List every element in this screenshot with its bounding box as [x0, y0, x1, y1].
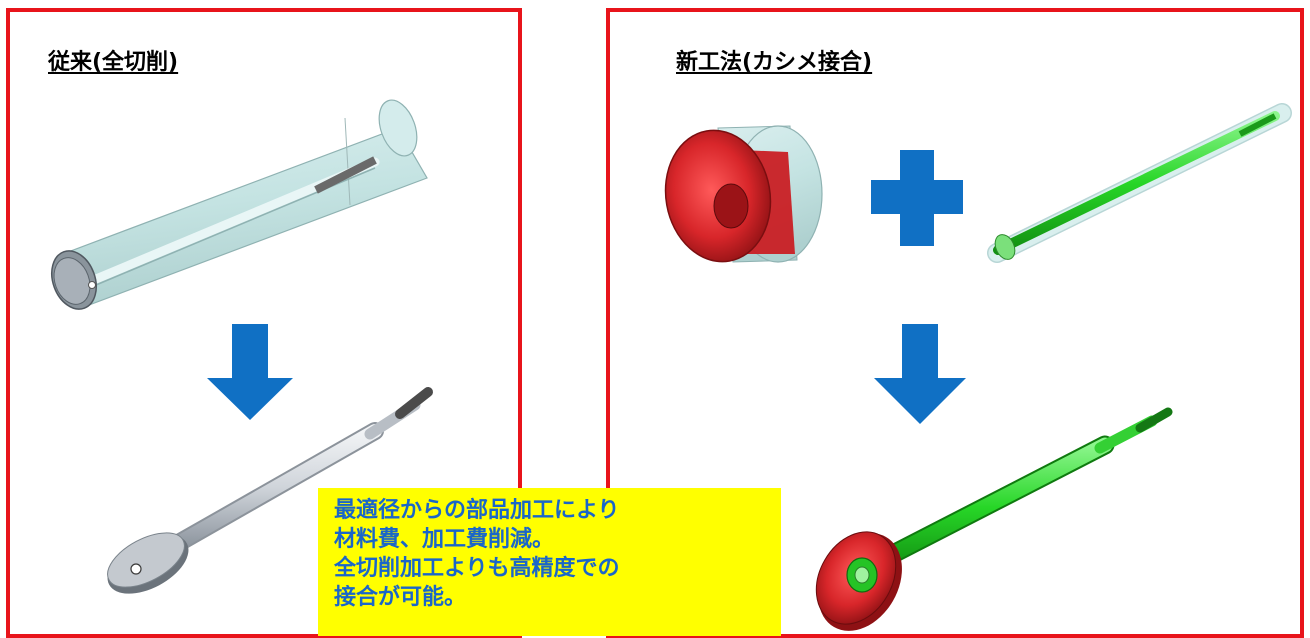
note-line-3: 全切削加工よりも高精度での [334, 556, 620, 581]
benefit-note: 最適径からの部品加工により 材料費、加工費削減。 全切削加工よりも高精度での 接… [318, 488, 781, 636]
conventional-method-title: 従来(全切削) [48, 50, 179, 75]
finished-part-caulked [815, 407, 1173, 631]
raw-bar-stock [51, 99, 428, 310]
process-arrow-right [874, 324, 966, 424]
finished-part-machined [107, 387, 433, 594]
note-line-2: 材料費、加工費削減。 [334, 527, 555, 552]
shaft-blank-part [987, 103, 1292, 263]
plus-icon [871, 150, 963, 246]
disc-blank-part [664, 125, 823, 263]
note-line-1: 最適径からの部品加工により [334, 498, 620, 523]
note-line-4: 接合が可能。 [334, 585, 467, 610]
new-method-title: 新工法(カシメ接合) [676, 50, 873, 75]
process-arrow-left [207, 324, 293, 420]
